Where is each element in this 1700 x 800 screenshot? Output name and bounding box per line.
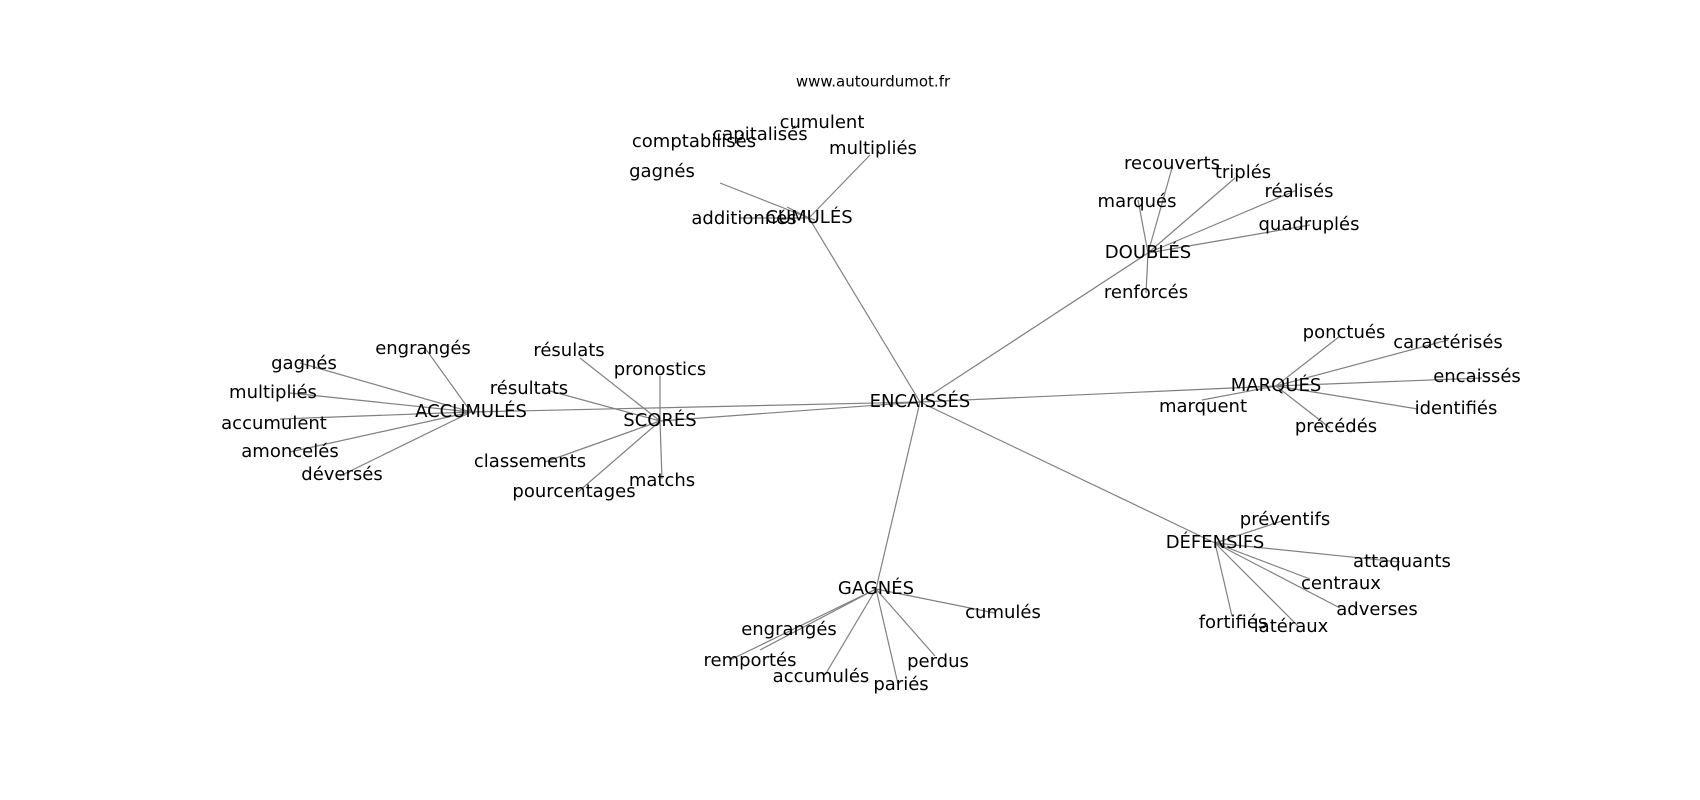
hub-node-label: SCORÉS — [623, 409, 696, 431]
leaf-edge — [1201, 385, 1277, 401]
leaf-edge — [824, 588, 877, 676]
leaf-node-label: pronostics — [614, 359, 707, 380]
leaf-node-label: quadruplés — [1259, 214, 1360, 235]
leaf-node-label: multipliés — [229, 382, 317, 403]
leaf-node-label: marquent — [1159, 396, 1247, 417]
leaf-node-label: attaquants — [1353, 551, 1451, 572]
leaf-node-label: classements — [474, 451, 586, 472]
leaf-edge — [1147, 189, 1298, 254]
leaf-node-label: adverses — [1336, 599, 1417, 620]
leaf-node-label: latéraux — [1254, 616, 1329, 637]
root-edge — [919, 401, 1216, 544]
leaf-node-label: marqués — [1098, 191, 1177, 212]
leaf-node-label: fortifiés — [1199, 612, 1268, 633]
leaf-edge — [759, 588, 877, 651]
leaf-node-label: préventifs — [1240, 509, 1330, 530]
leaf-edge — [299, 362, 472, 413]
leaf-edge — [279, 411, 472, 420]
hub-node-label: GAGNÉS — [838, 577, 914, 599]
leaf-edge — [1275, 385, 1331, 429]
leaf-node-label: engrangés — [375, 338, 471, 359]
leaf-node-label: comptabilisés — [632, 131, 756, 152]
leaf-edge — [1214, 542, 1401, 563]
leaf-node-label: pourcentages — [512, 481, 635, 502]
leaf-edge — [1214, 542, 1233, 617]
leaf-node-label: identifiés — [1415, 398, 1498, 419]
leaf-edge — [1275, 385, 1419, 410]
root-edge — [919, 385, 1277, 403]
root-edge — [808, 217, 921, 403]
leaf-node-label: remportés — [704, 650, 797, 671]
leaf-edge — [875, 588, 899, 685]
leaf-node-label: perdus — [907, 651, 969, 672]
hub-node-label: DÉFENSIFS — [1166, 531, 1265, 553]
leaf-edge — [424, 347, 472, 413]
leaf-node-label: additionnés — [691, 208, 796, 229]
root-edge — [875, 401, 921, 590]
leaf-edge — [729, 588, 877, 661]
leaf-node-label: triplés — [1215, 162, 1271, 183]
leaf-node-label: accumulés — [773, 666, 870, 687]
leaf-edge — [659, 420, 663, 480]
leaf-node-label: caractérisés — [1393, 332, 1503, 353]
leaf-edge — [1275, 335, 1341, 387]
root-edge — [659, 401, 921, 422]
leaf-node-label: résultats — [490, 378, 568, 399]
hub-node-label: CUMULÉS — [765, 206, 852, 228]
leaf-node-label: multipliés — [829, 138, 917, 159]
graph-edges — [279, 154, 1483, 685]
leaf-edge — [808, 217, 816, 221]
leaf-edge — [875, 588, 996, 614]
leaf-edge — [1145, 252, 1149, 294]
leaf-edge — [579, 357, 661, 422]
leaf-node-label: cumulés — [965, 602, 1041, 623]
leaf-edge — [549, 390, 661, 422]
leaf-node-label: réalisés — [1265, 181, 1334, 202]
leaf-edge — [875, 588, 936, 657]
graph-labels: ENCAISSÉS CUMULÉS cumulentcapitaliséscompt… — [221, 112, 1521, 695]
root-edge — [470, 401, 921, 413]
leaf-node-label: cumulent — [780, 112, 865, 133]
leaf-edge — [1214, 542, 1299, 627]
leaf-node-label: déversés — [301, 464, 382, 485]
leaf-node-label: matchs — [629, 470, 695, 491]
leaf-node-label: capitalisés — [712, 124, 807, 145]
leaf-node-label: pariés — [873, 674, 928, 695]
leaf-edge — [1147, 177, 1236, 254]
leaf-edge — [719, 182, 810, 219]
leaf-node-label: encaissés — [1433, 366, 1521, 387]
leaf-edge — [1214, 542, 1341, 609]
leaf-edge — [808, 154, 871, 219]
hub-node-label: DOUBLÉS — [1105, 241, 1191, 263]
leaf-edge — [1147, 167, 1173, 254]
leaf-edge — [577, 420, 661, 493]
leaf-edge — [1275, 377, 1483, 387]
hub-node-label: ACCUMULÉS — [415, 400, 527, 422]
site-label: www.autourdumot.fr — [796, 73, 951, 91]
hub-node-label: MARQUÉS — [1231, 374, 1322, 396]
leaf-node-label: recouverts — [1124, 153, 1220, 174]
leaf-node-label: amoncelés — [241, 441, 338, 462]
root-edge — [919, 252, 1149, 403]
leaf-node-label: engrangés — [741, 619, 837, 640]
leaf-edge — [1147, 224, 1311, 254]
leaf-node-label: renforcés — [1104, 282, 1188, 303]
leaf-edge — [1214, 519, 1286, 544]
leaf-edge — [1275, 339, 1449, 387]
leaf-node-label: résulats — [533, 340, 604, 361]
leaf-edge — [1214, 542, 1311, 580]
leaf-edge — [289, 411, 472, 453]
leaf-node-label: précédés — [1295, 416, 1377, 437]
root-node-label: ENCAISSÉS — [870, 390, 971, 412]
leaf-edge — [1137, 199, 1149, 254]
leaf-edge — [544, 420, 661, 463]
leaf-node-label: accumulent — [221, 413, 327, 434]
leaf-edge — [339, 411, 472, 477]
leaf-node-label: gagnés — [629, 161, 695, 182]
leaf-node-label: centraux — [1301, 573, 1381, 594]
leaf-node-label: gagnés — [271, 353, 337, 374]
leaf-node-label: ponctués — [1303, 322, 1386, 343]
leaf-edge — [289, 392, 472, 413]
